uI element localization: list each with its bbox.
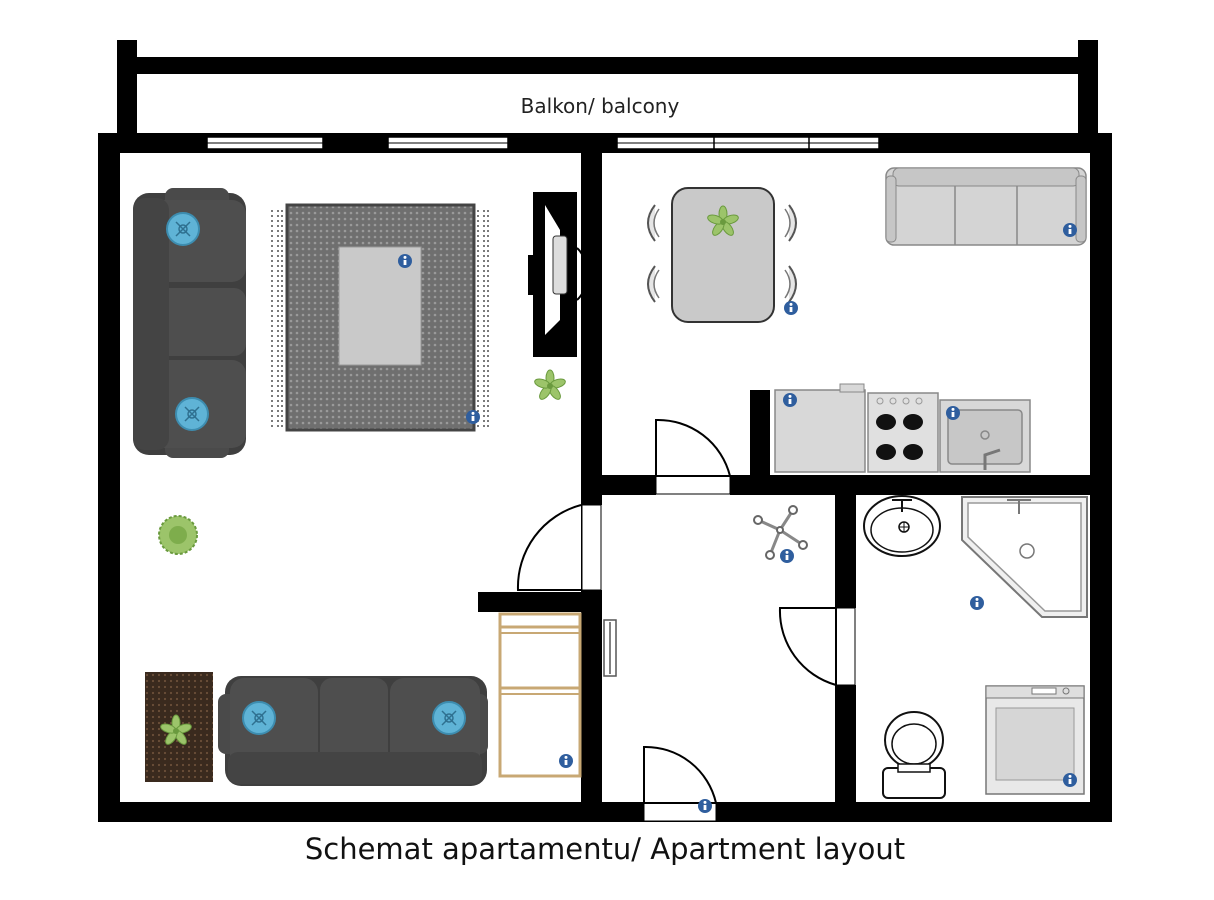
door-swing-icon: [643, 745, 718, 822]
washing-machine: [985, 685, 1085, 795]
sofa-bottom: [218, 676, 488, 786]
plan-caption: Schemat apartamentu/ Apartment layout: [304, 832, 906, 866]
interior-walls: [478, 133, 1112, 822]
sofa-kitchen: [885, 167, 1087, 246]
bathroom-sink: [863, 495, 941, 557]
plant-icon: [533, 369, 567, 402]
balcony-label: Balkon/ balcony: [520, 94, 680, 118]
dining-table: [647, 187, 798, 323]
doormat: [145, 672, 213, 782]
door-swing-icon: [655, 418, 732, 495]
plant-icon: [158, 515, 198, 555]
balcony: [117, 40, 1098, 135]
tv-stand: [528, 192, 589, 357]
wardrobe: [498, 612, 582, 778]
door-swing-icon: [778, 607, 856, 687]
sofa-left: [133, 188, 246, 458]
kitchen-counter: [774, 383, 1031, 473]
doors: [516, 418, 856, 822]
windows: [206, 136, 880, 150]
shower: [961, 496, 1088, 618]
toilet: [882, 711, 946, 799]
door-swing-icon: [516, 504, 602, 591]
coat-rack: [753, 505, 808, 563]
rug: [271, 203, 489, 432]
door-handle: [603, 619, 617, 677]
